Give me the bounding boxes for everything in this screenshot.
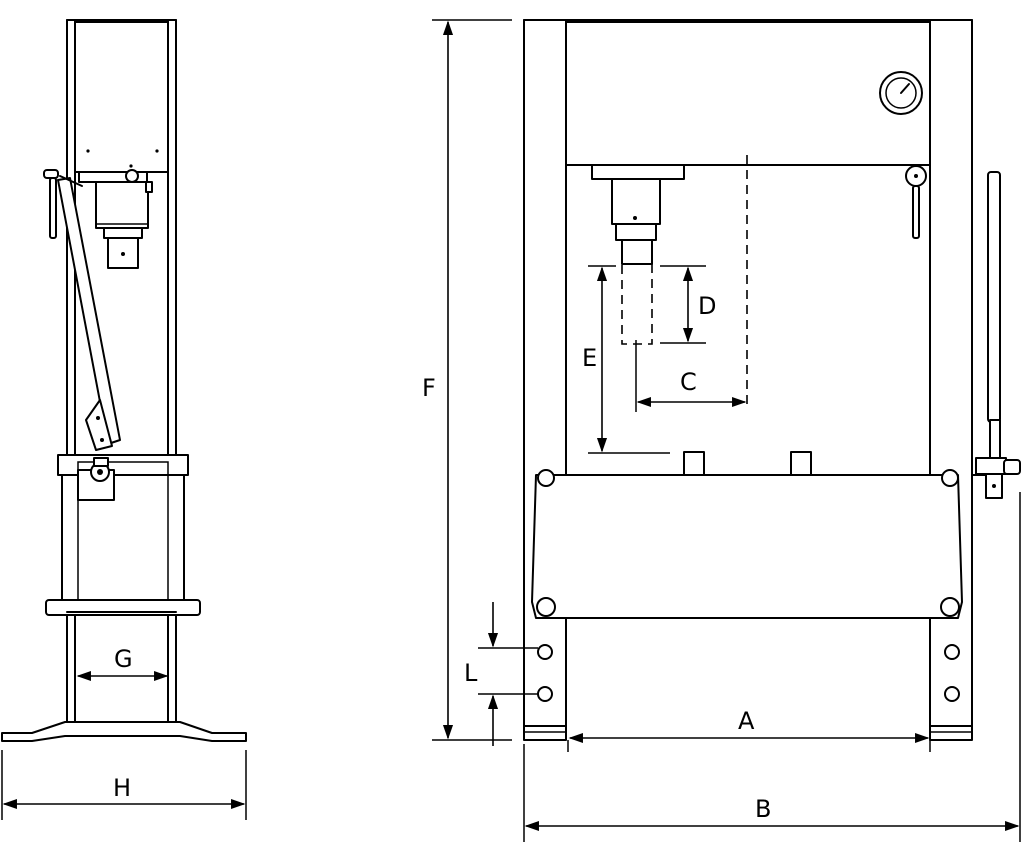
dimension-f: F xyxy=(422,19,512,741)
column-pin-holes xyxy=(537,644,960,702)
side-head-block xyxy=(74,21,169,173)
dimension-a-label: A xyxy=(738,707,755,735)
dimension-a: A xyxy=(567,707,931,752)
dimension-d-label: D xyxy=(698,292,716,320)
dimension-h: H xyxy=(1,750,247,820)
dimension-c: C xyxy=(635,340,747,412)
dimension-g: G xyxy=(76,645,169,682)
side-view: G H xyxy=(1,19,247,820)
front-column-right xyxy=(929,19,973,729)
dimension-g-label: G xyxy=(114,645,133,673)
front-view: E D C F L xyxy=(422,19,1021,842)
side-upright-left xyxy=(66,19,76,727)
dimension-h-label: H xyxy=(113,774,131,802)
side-upright-right xyxy=(167,19,177,727)
dimension-l: L xyxy=(464,602,538,746)
dimension-d: D xyxy=(660,265,716,344)
front-pump-handle xyxy=(971,171,1021,499)
dimension-e: E xyxy=(582,265,670,454)
dimension-b: B xyxy=(523,492,1021,842)
dimension-c-label: C xyxy=(680,368,697,396)
side-valve-handle xyxy=(43,169,59,239)
side-cylinder xyxy=(78,169,153,269)
front-cylinder xyxy=(591,164,685,345)
side-bed-frame xyxy=(45,454,201,616)
pressure-gauge-icon xyxy=(879,71,923,115)
front-bed xyxy=(531,451,963,619)
dimension-f-label: F xyxy=(422,374,436,402)
front-release-valve xyxy=(905,165,927,239)
front-crossbeam xyxy=(565,21,931,166)
front-column-left xyxy=(523,19,567,729)
dimension-b-label: B xyxy=(755,795,771,823)
front-feet xyxy=(523,725,973,741)
dimension-l-label: L xyxy=(464,659,478,687)
dimension-e-label: E xyxy=(582,344,597,372)
side-foot xyxy=(1,721,247,742)
